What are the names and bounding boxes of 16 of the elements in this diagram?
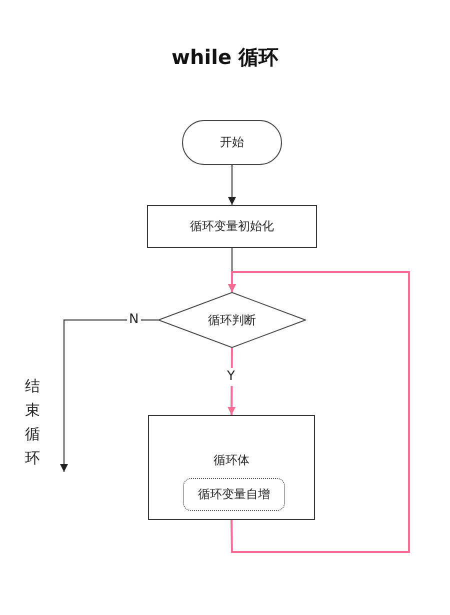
decision-diamond bbox=[158, 292, 306, 348]
arrow bbox=[60, 320, 158, 472]
arrow bbox=[228, 164, 236, 206]
node-text: 开始 bbox=[220, 134, 244, 151]
node-text: 循环变量初始化 bbox=[190, 218, 274, 235]
node-text: 循环体 bbox=[214, 452, 250, 469]
arrow bbox=[228, 271, 410, 553]
node-text: 循环判断 bbox=[208, 312, 256, 328]
start-terminal bbox=[182, 120, 282, 165]
sub-process-box bbox=[183, 478, 285, 511]
process-box bbox=[147, 205, 317, 248]
title: while 循环 bbox=[170, 44, 280, 71]
edge-label: Y bbox=[225, 368, 237, 386]
node-text: 循环变量自增 bbox=[198, 486, 270, 503]
side-label: 结束循环 bbox=[25, 376, 41, 469]
process-box bbox=[148, 415, 315, 520]
